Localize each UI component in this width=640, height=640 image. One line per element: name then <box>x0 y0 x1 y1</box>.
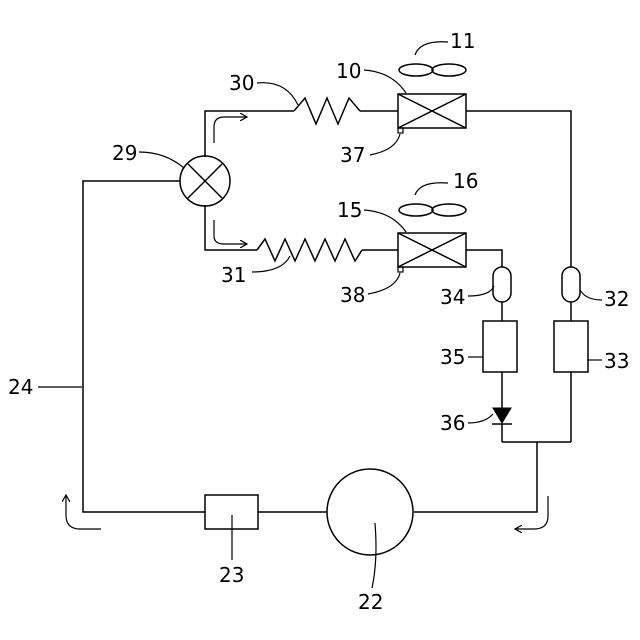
pipes <box>83 111 571 512</box>
component-33 <box>554 321 588 372</box>
label-24: 24 <box>8 375 33 399</box>
label-38: 38 <box>340 283 365 307</box>
label-16: 16 <box>453 169 478 193</box>
label-11: 11 <box>450 29 475 53</box>
check-valve-36 <box>492 408 512 424</box>
compressor-22 <box>327 469 413 555</box>
fan-16 <box>399 204 466 216</box>
label-31: 31 <box>221 263 246 287</box>
component-35 <box>483 321 517 372</box>
pipe-24 <box>83 181 205 512</box>
label-36: 36 <box>440 411 465 435</box>
label-15: 15 <box>337 198 362 222</box>
label-37: 37 <box>340 143 365 167</box>
flow-arrow-upper <box>214 117 246 143</box>
coil-30 <box>294 98 360 124</box>
pipe-15-34 <box>466 250 502 267</box>
label-29: 29 <box>112 141 137 165</box>
fan-11 <box>399 64 466 76</box>
heat-exchanger-15 <box>398 233 466 272</box>
label-32: 32 <box>604 287 629 311</box>
coil-31 <box>257 239 362 261</box>
label-33: 33 <box>604 349 629 373</box>
flow-arrow-lower <box>214 220 246 244</box>
pipe-22-right <box>414 442 537 512</box>
label-23: 23 <box>219 563 244 587</box>
pipe-29-31 <box>205 205 257 250</box>
label-22: 22 <box>358 590 383 614</box>
pipe-32-10 <box>466 111 571 267</box>
component-34 <box>493 267 511 302</box>
label-30: 30 <box>229 71 254 95</box>
label-34: 34 <box>440 285 465 309</box>
heat-exchanger-10 <box>398 94 466 133</box>
label-35: 35 <box>440 345 465 369</box>
component-32 <box>562 267 580 302</box>
leader-lines <box>38 42 602 588</box>
four-way-valve <box>180 156 230 206</box>
label-10: 10 <box>336 59 361 83</box>
